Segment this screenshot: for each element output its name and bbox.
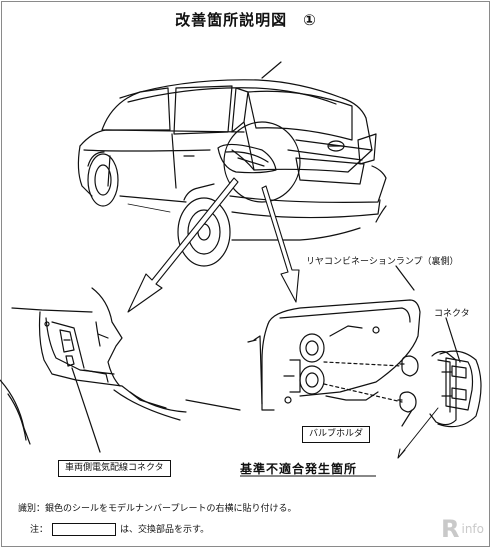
note-suffix: は、交換部品を示す。 [120, 525, 210, 535]
watermark-logo: R [441, 515, 460, 543]
arrow-to-body-connector [127, 177, 239, 313]
arrow-to-lamp [261, 185, 300, 303]
rear-lamp-detail [247, 265, 482, 459]
replacement-part-note: 注： は、交換部品を示す。 [30, 523, 209, 536]
body-connector-detail [0, 287, 241, 453]
page-title: 改善箇所説明図 ① [175, 11, 317, 29]
watermark-text: info [461, 522, 484, 536]
non-conformance-location-label: 基準不適合発生箇所 [240, 462, 358, 476]
bulb-holder-label: バルブホルダ [302, 426, 371, 443]
replacement-part-legend-box [52, 523, 117, 536]
body-harness-connector-label: 車両側電気配線コネクタ [58, 460, 171, 477]
note-prefix: 注： [30, 525, 49, 535]
rear-combination-lamp-label: リヤコンビネーションランプ（裏側） [306, 257, 459, 267]
connector-label: コネクタ [434, 309, 470, 319]
vehicle-illustration [77, 61, 387, 267]
identification-note: 識別：銀色のシールをモデルナンバープレートの右横に貼り付ける。 [18, 504, 297, 514]
